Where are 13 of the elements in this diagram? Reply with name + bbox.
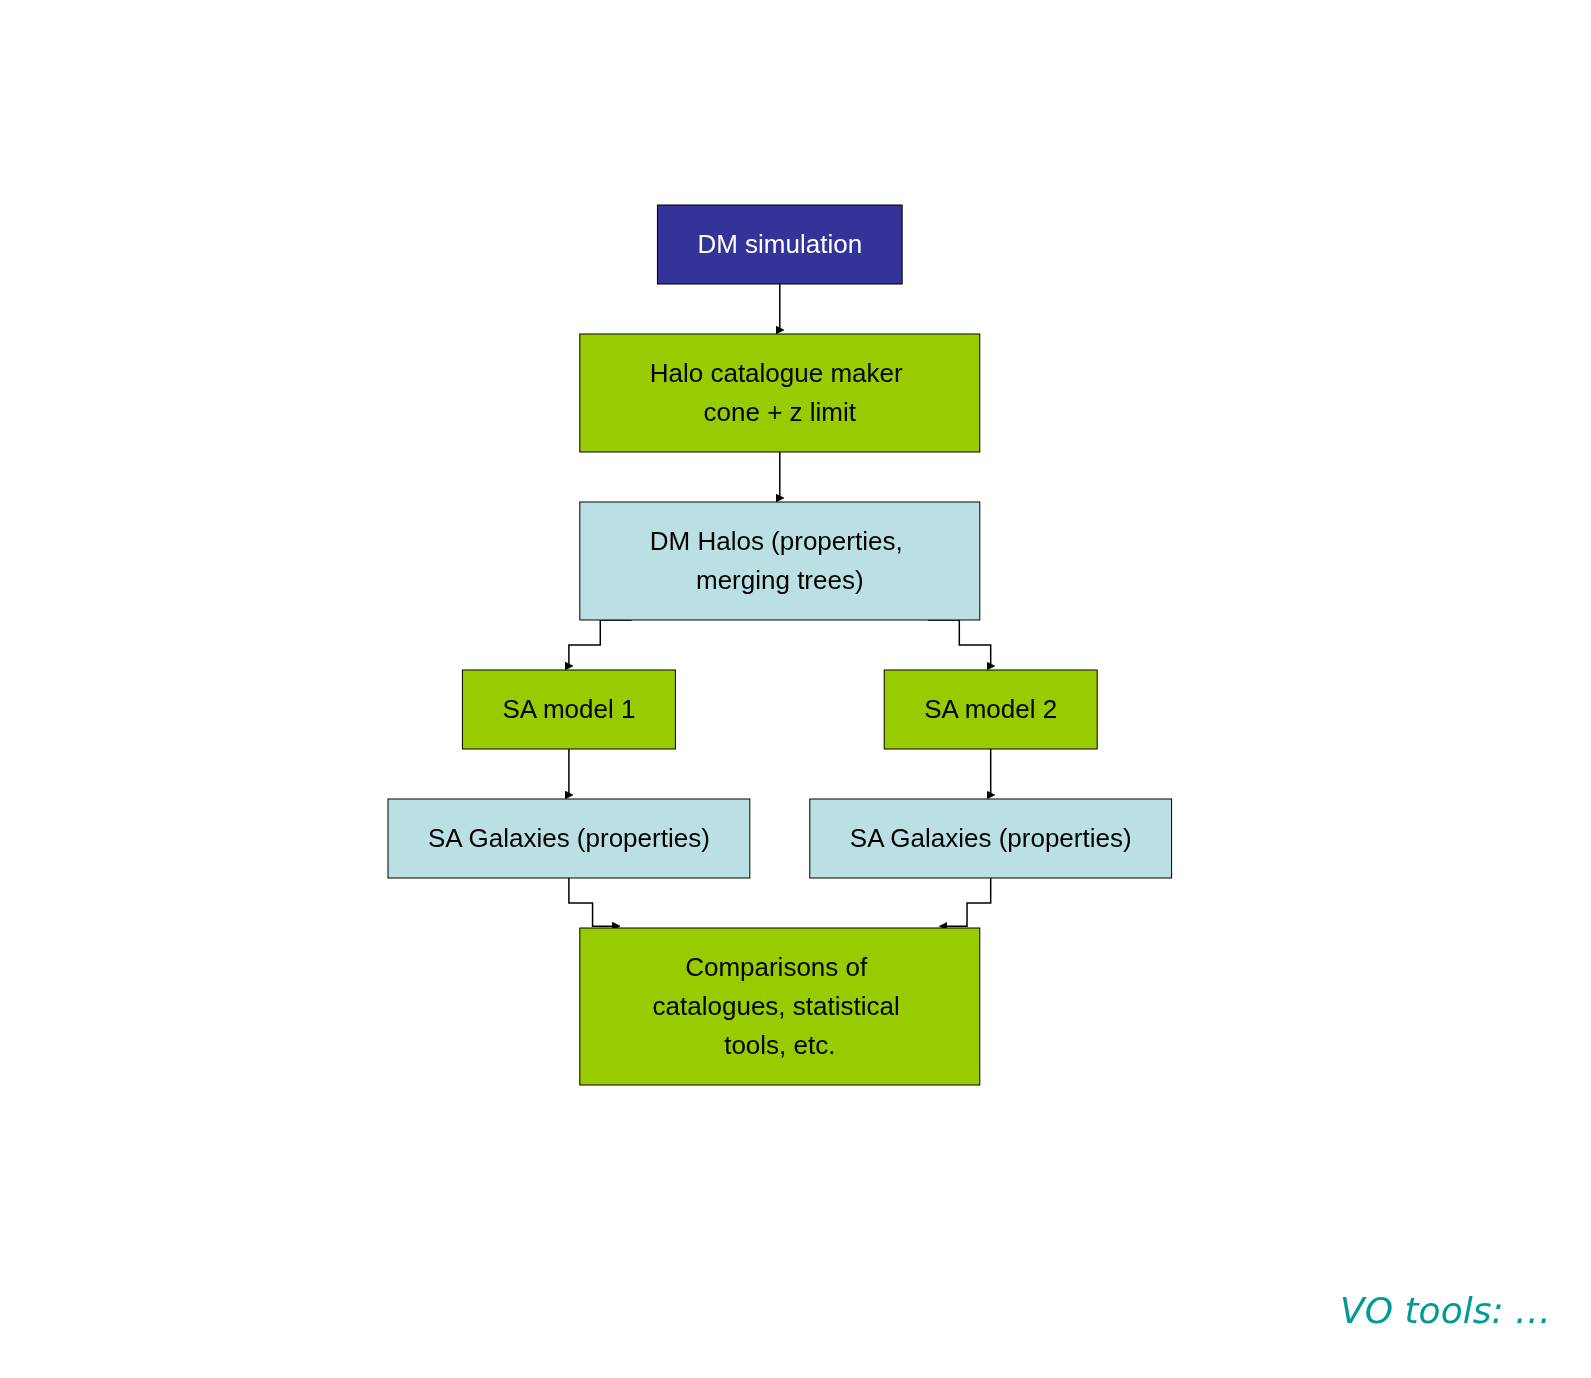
node-box: SA Galaxies (properties) xyxy=(387,798,751,879)
note-text: VO tools: … xyxy=(1339,1290,1551,1331)
node-box: SA Galaxies (properties) xyxy=(809,798,1173,879)
arrow xyxy=(986,748,996,800)
node-box: SA model 1 xyxy=(462,669,677,750)
node-box: DM Halos (properties, merging trees) xyxy=(579,501,981,621)
node-box: Comparisons of catalogues, statistical tools, etc. xyxy=(579,927,981,1086)
arrow xyxy=(564,748,574,800)
arrow xyxy=(775,451,785,503)
node-box: DM simulation xyxy=(657,204,903,285)
node-box: Halo catalogue maker cone + z limit xyxy=(579,333,981,453)
node-box: SA model 2 xyxy=(883,669,1098,750)
arrow xyxy=(775,283,785,335)
